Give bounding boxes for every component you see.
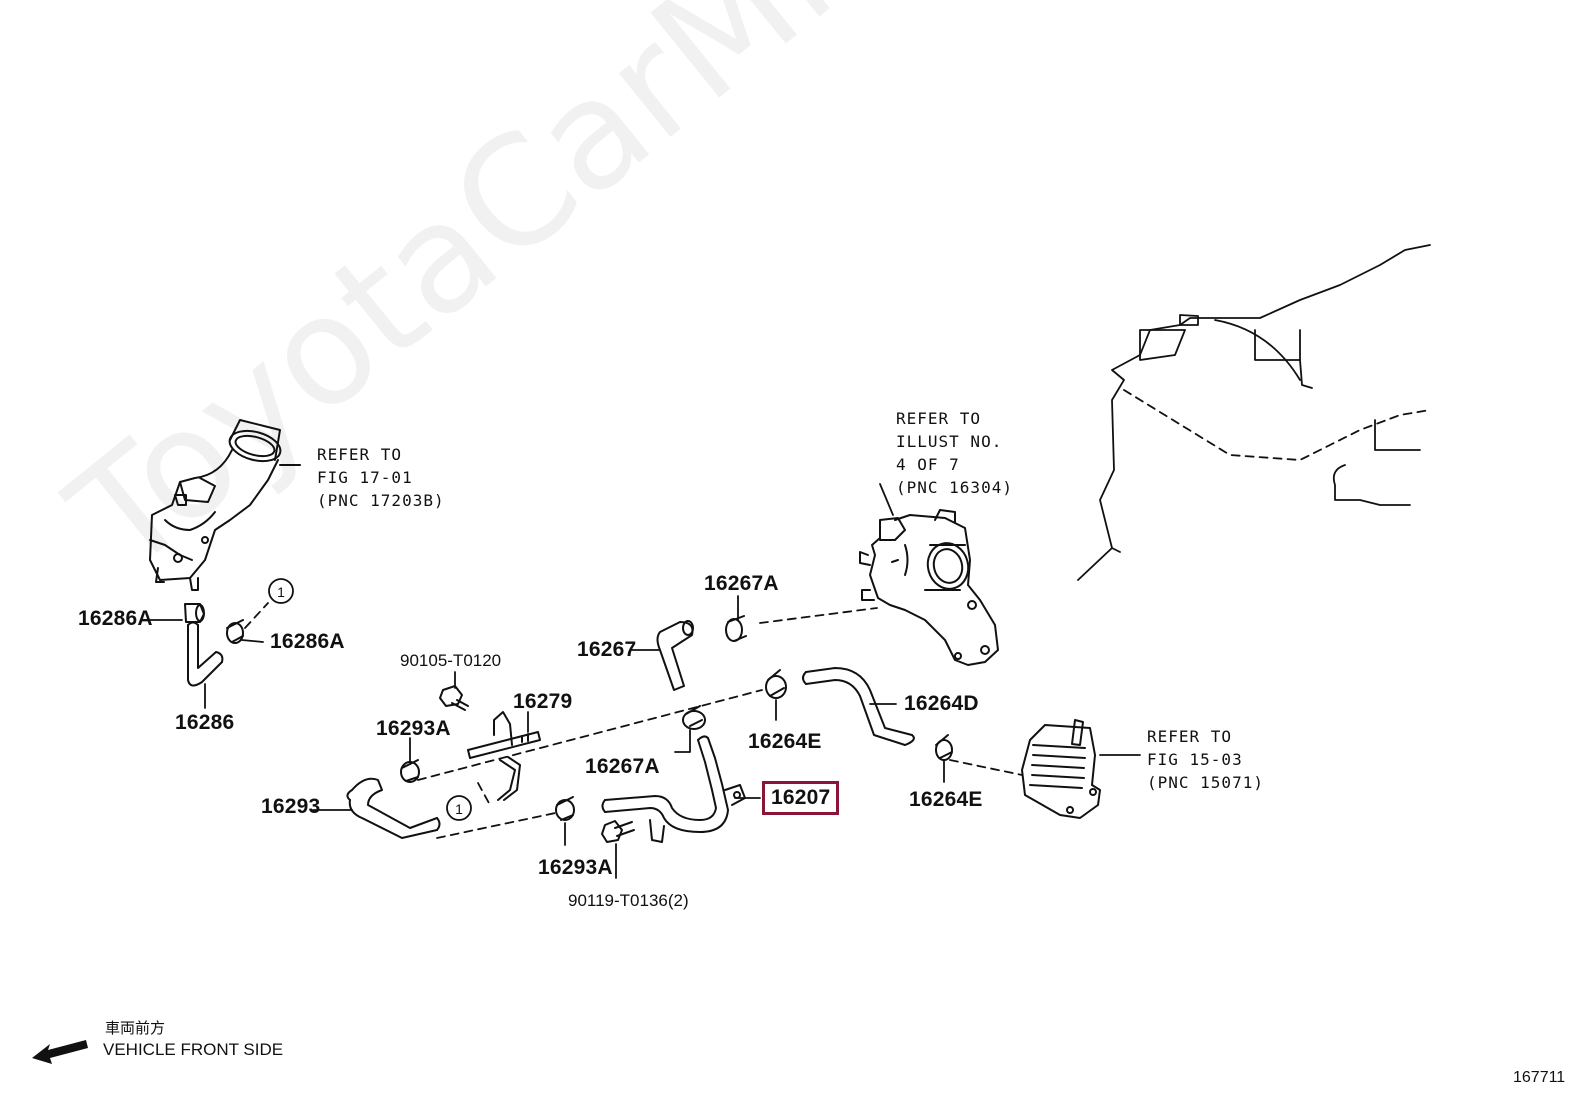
- clamp-16264E-bottom: [935, 734, 953, 761]
- part-label-16293: 16293: [261, 795, 321, 818]
- clamp-16267A-top: [725, 615, 747, 642]
- part-label-16267: 16267: [577, 638, 637, 661]
- hose-16286: [184, 603, 224, 687]
- part-label-16267A-top: 16267A: [704, 572, 779, 595]
- clamp-16286A: [226, 619, 244, 644]
- part-label-90119: 90119-T0136(2): [568, 891, 689, 910]
- refer-note-fig15: REFER TO FIG 15-03 (PNC 15071): [1147, 727, 1264, 792]
- part-label-16267A-mid: 16267A: [585, 755, 660, 778]
- clamp-16267A-mid: [682, 705, 706, 730]
- clamp-16293A-upper: [400, 759, 420, 783]
- part-label-16207-highlighted[interactable]: 16207: [762, 781, 840, 815]
- part-label-16264E-bottom: 16264E: [909, 788, 983, 811]
- part-label-16286A-left: 16286A: [78, 607, 153, 630]
- pipe-16279: [467, 711, 541, 801]
- figure-number: 167711: [1513, 1069, 1566, 1086]
- part-label-16293A-lower: 16293A: [538, 856, 613, 879]
- part-label-16279: 16279: [513, 690, 573, 713]
- pipe-16207: [601, 735, 746, 843]
- part-label-16293A-upper: 16293A: [376, 717, 451, 740]
- callout-1-top: 1: [277, 584, 285, 600]
- arrow-left-icon: [32, 1040, 88, 1064]
- hose-16267: [656, 620, 694, 691]
- bolt-90119: [601, 820, 635, 843]
- callout-1-bottom: 1: [455, 801, 463, 817]
- bolt-90105: [439, 685, 469, 711]
- dashed-lines: [244, 602, 1023, 839]
- water-pump-housing: [859, 509, 999, 666]
- part-label-16286: 16286: [175, 711, 235, 734]
- hose-16293: [346, 777, 441, 839]
- refer-note-illust: REFER TO ILLUST NO. 4 OF 7 (PNC 16304): [896, 409, 1013, 497]
- clamp-16264E-top: [765, 669, 787, 699]
- hose-16264D: [802, 667, 915, 746]
- circle-callout-icon: [268, 578, 472, 821]
- part-label-16264D: 16264D: [904, 692, 979, 715]
- direction-label-jp: 車両前方: [105, 1019, 166, 1037]
- part-label-90105: 90105-T0120: [400, 651, 502, 670]
- refer-note-fig17: REFER TO FIG 17-01 (PNC 17203B): [317, 445, 445, 510]
- oil-cooler: [1021, 719, 1101, 819]
- direction-label-en: VEHICLE FRONT SIDE: [103, 1040, 284, 1059]
- part-label-16286A-right: 16286A: [270, 630, 345, 653]
- engine-outline: [1077, 244, 1431, 581]
- part-label-16264E-top: 16264E: [748, 730, 822, 753]
- clamp-16293A-lower: [555, 796, 575, 821]
- leader-lines: [147, 483, 1141, 879]
- intake-assembly: [149, 419, 301, 591]
